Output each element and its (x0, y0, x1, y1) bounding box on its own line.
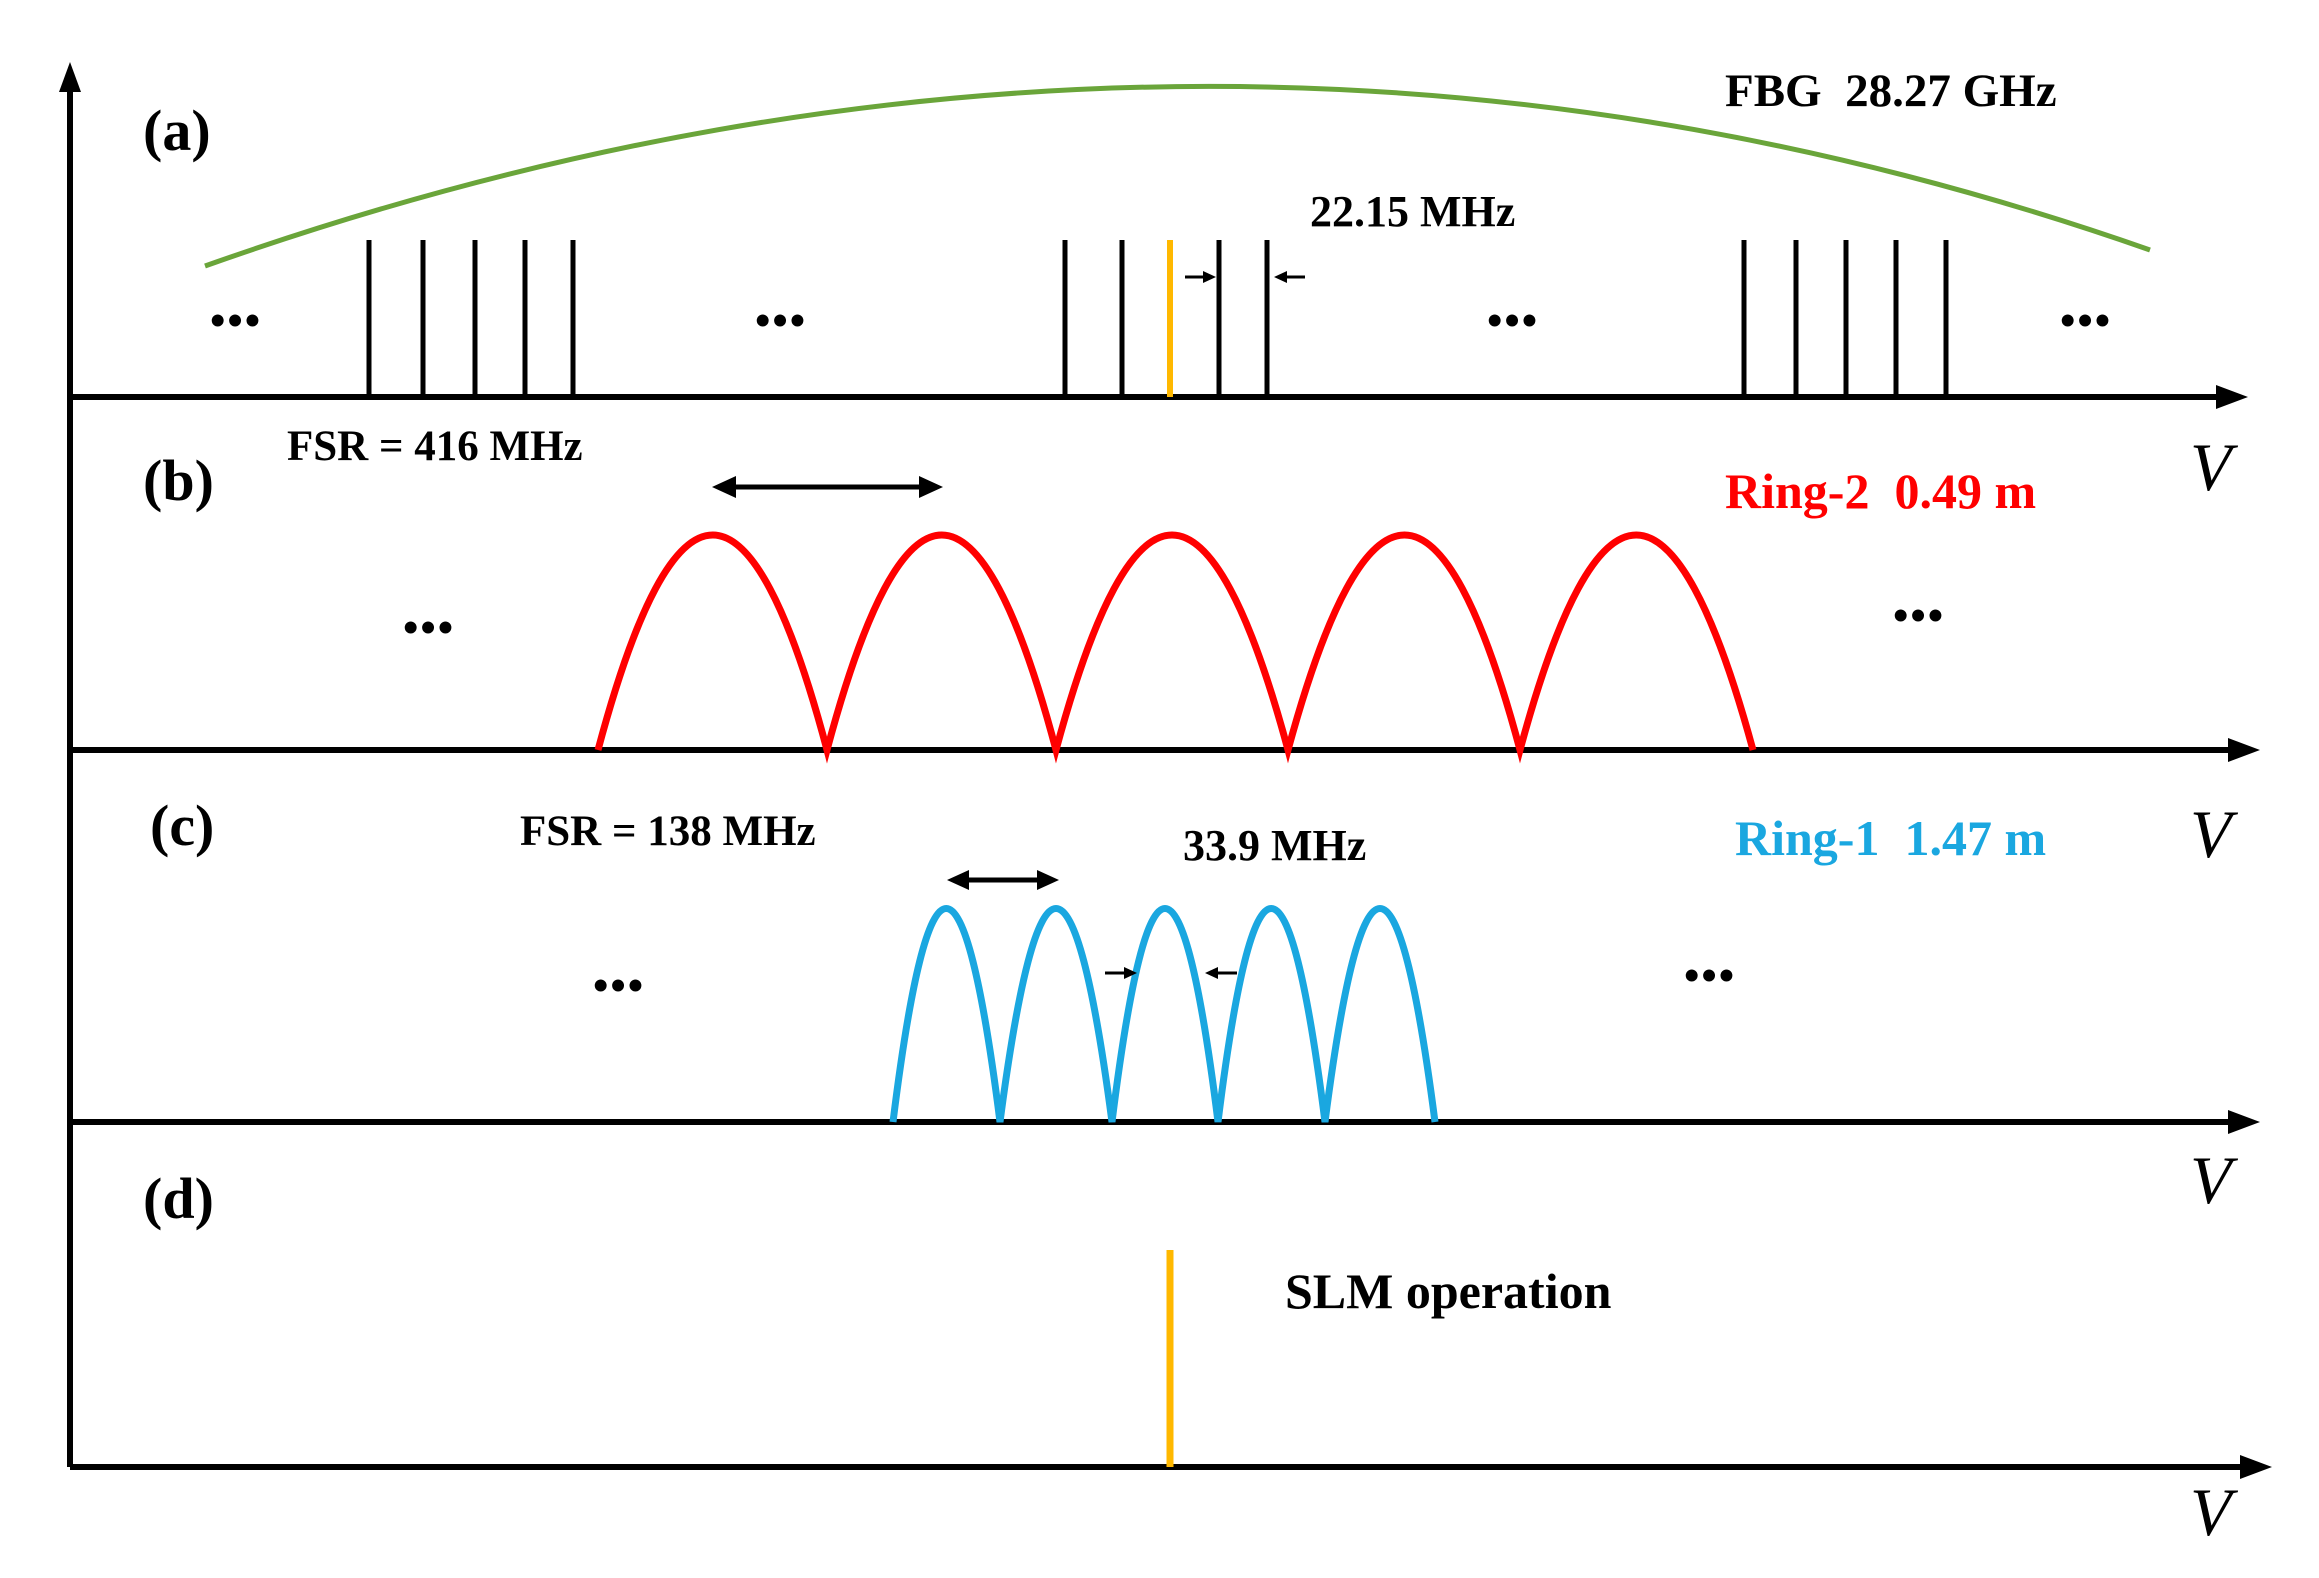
axis-d-arrowhead (2240, 1455, 2272, 1479)
ring1-label: Ring-1 1.47 m (1735, 810, 2046, 866)
axis-b-v-label: V (2190, 429, 2239, 505)
axis-b (70, 738, 2260, 762)
ring1-transmission-curve (889, 905, 1439, 1123)
ellipsis-a-3: ••• (1487, 296, 1539, 345)
axis-c-arrowhead (2228, 1110, 2260, 1134)
panel-c-label: (c) (150, 793, 214, 858)
bandwidth-label: 33.9 MHz (1183, 821, 1366, 870)
axis-a (70, 385, 2248, 409)
axis-bottom-v-label: V (2190, 1474, 2239, 1550)
panel-d-label: (d) (143, 1166, 214, 1231)
axis-d-v-label: V (2190, 1142, 2239, 1218)
fsr-c-arrow (947, 870, 1059, 890)
mode-comb-left (366, 240, 576, 397)
mode-spacing-label: 22.15 MHz (1310, 187, 1515, 236)
axis-b-arrowhead (2228, 738, 2260, 762)
axis-d (70, 1455, 2272, 1479)
ellipsis-a-4: ••• (2060, 296, 2112, 345)
mode-spacing-arrows (1185, 271, 1305, 283)
slm-operation-label: SLM operation (1285, 1263, 1612, 1319)
panel-b-label: (b) (143, 448, 214, 513)
ellipsis-b-1: ••• (403, 603, 455, 652)
ellipsis-a-1: ••• (210, 296, 262, 345)
ellipsis-a-2: ••• (755, 296, 807, 345)
fsr-c-label: FSR = 138 MHz (520, 808, 816, 855)
bandwidth-arrows (1105, 967, 1237, 979)
fsr-b-label: FSR = 416 MHz (287, 423, 583, 470)
ellipsis-c-1: ••• (593, 961, 645, 1010)
fbg-envelope-curve (204, 83, 2151, 269)
ring2-label: Ring-2 0.49 m (1725, 463, 2036, 519)
ring2-transmission-curve (594, 531, 1757, 764)
ellipsis-c-2: ••• (1684, 951, 1736, 1000)
mode-comb-right (1741, 240, 1949, 397)
fsr-b-arrow (712, 476, 943, 498)
axis-c-v-label: V (2190, 796, 2239, 872)
ellipsis-b-2: ••• (1893, 591, 1945, 640)
mode-comb-center (1062, 240, 1270, 397)
axis-a-arrowhead (2216, 385, 2248, 409)
axis-c (70, 1110, 2260, 1134)
fbg-label: FBG 28.27 GHz (1725, 65, 2057, 117)
panel-a-label: (a) (143, 98, 211, 163)
vertical-axis-arrowhead (59, 62, 81, 92)
